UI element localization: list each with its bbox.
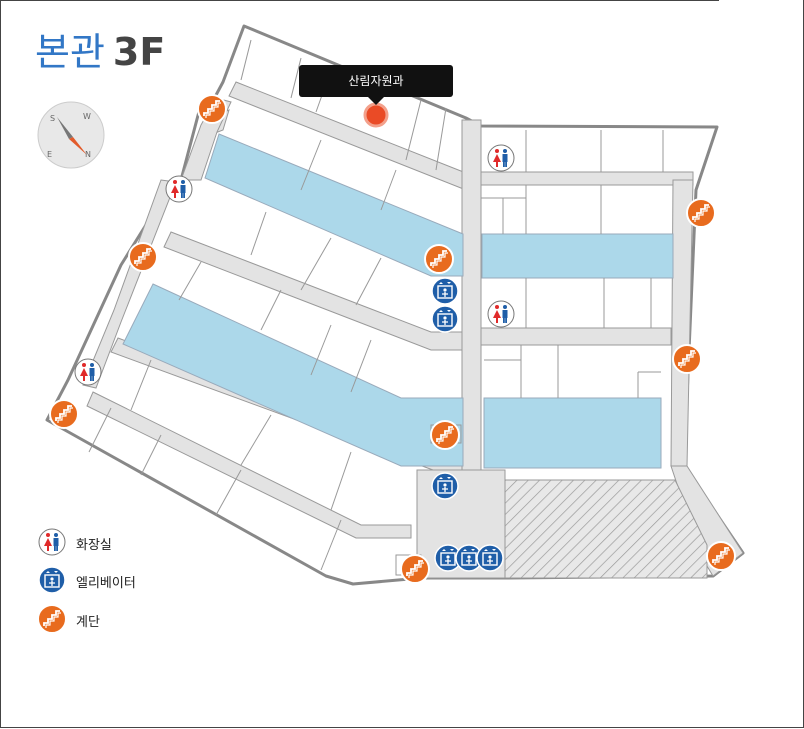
elevator-icon (476, 544, 504, 572)
compass-label-w: W (83, 112, 91, 121)
compass-label-n: N (85, 150, 91, 159)
restroom-icon (487, 144, 515, 172)
stairs-icon (706, 541, 736, 571)
restroom-icon (487, 300, 515, 328)
location-tooltip: 산림자원과 (299, 65, 453, 105)
compass-label-s: S (50, 114, 55, 123)
stairs-icon (128, 242, 158, 272)
legend-label-restroom: 화장실 (76, 538, 112, 553)
stairs-icon (672, 344, 702, 374)
legend-icons (37, 528, 67, 634)
compass-label-e: E (47, 150, 52, 159)
legend-label-stairs: 계단 (76, 615, 100, 630)
top-border (1, 0, 719, 1)
hatched-area (504, 479, 708, 579)
stairs-icon (430, 420, 460, 450)
elevator-icon (431, 472, 459, 500)
compass: S W E N (37, 101, 105, 169)
stairs-icon (686, 198, 716, 228)
location-marker[interactable] (363, 102, 389, 128)
building-name: 본관 (35, 30, 105, 74)
restroom-icon (38, 528, 66, 556)
stairs-icon (37, 604, 67, 634)
elevator-icon (38, 566, 66, 594)
rooms (88, 39, 664, 576)
stairs-icon (400, 554, 430, 584)
stairs-icon (49, 399, 79, 429)
legend-label-elevator: 엘리베이터 (76, 576, 136, 591)
stairs-icon (424, 244, 454, 274)
restroom-icon (74, 358, 102, 386)
atriums (122, 133, 674, 469)
stairs-icon (197, 94, 227, 124)
elevator-icon (431, 305, 459, 333)
elevator-icon (431, 277, 459, 305)
floor-label: 3F (112, 30, 166, 74)
restroom-icon (165, 175, 193, 203)
